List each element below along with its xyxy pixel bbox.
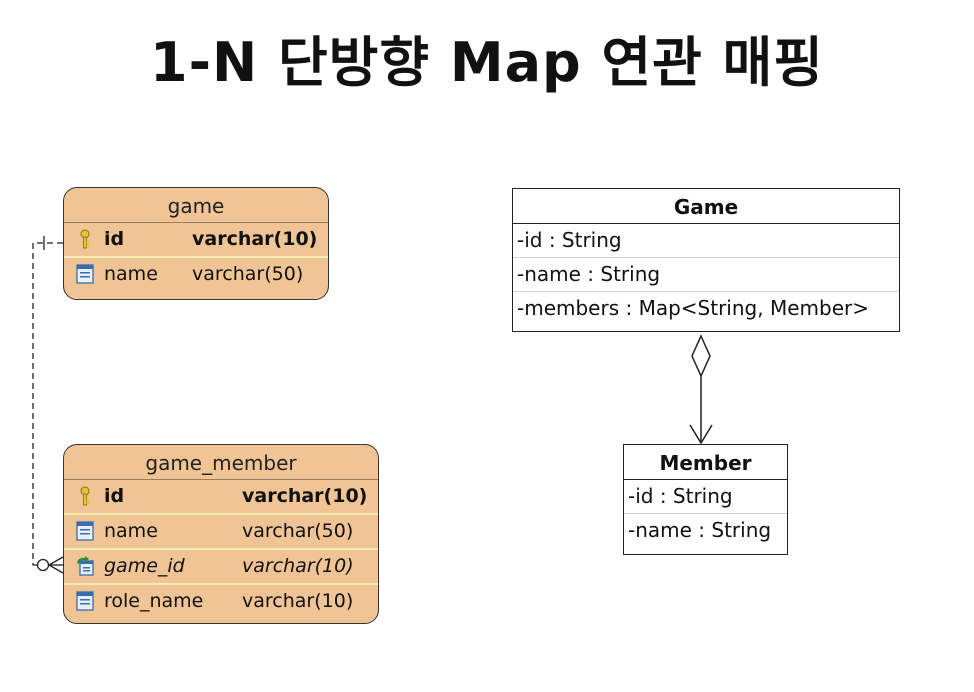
- er-relationship-line: [32, 236, 64, 574]
- column-icon: [76, 591, 94, 611]
- column-name: id: [104, 228, 125, 250]
- column-icon: [76, 264, 94, 284]
- uml-aggregation-line: [689, 334, 713, 445]
- er-row-member-role-name: role_name varchar(10): [64, 585, 378, 618]
- column-name: name: [104, 520, 158, 542]
- er-table-game[interactable]: game id varchar(10) name varchar(50): [63, 187, 329, 300]
- er-table-game-member[interactable]: game_member id varchar(10) name varchar(…: [63, 444, 379, 624]
- er-row-game-id: id varchar(10): [64, 223, 328, 258]
- column-type: varchar(50): [192, 263, 304, 285]
- er-row-game-name: name varchar(50): [64, 258, 328, 291]
- column-type: varchar(50): [242, 520, 354, 542]
- uml-class-game[interactable]: Game -id : String -name : String -member…: [512, 188, 900, 332]
- column-type: varchar(10): [242, 485, 368, 507]
- column-type: varchar(10): [242, 590, 354, 612]
- uml-attribute: -id : String: [624, 480, 787, 514]
- column-icon: [76, 521, 94, 541]
- column-name: game_id: [104, 555, 185, 577]
- uml-attribute: -members : Map<String, Member>: [517, 296, 869, 320]
- uml-class-name: Member: [624, 445, 787, 480]
- key-icon: [80, 486, 90, 506]
- uml-class-name: Game: [513, 189, 899, 224]
- key-icon: [80, 229, 90, 249]
- column-type: varchar(10): [192, 228, 318, 250]
- uml-class-member[interactable]: Member -id : String -name : String: [623, 444, 788, 555]
- er-row-member-id: id varchar(10): [64, 480, 378, 515]
- er-table-name: game: [64, 188, 328, 223]
- er-table-name: game_member: [64, 445, 378, 480]
- column-name: name: [104, 263, 158, 285]
- column-name: role_name: [104, 590, 204, 612]
- er-row-member-name: name varchar(50): [64, 515, 378, 550]
- uml-attribute: -name : String: [513, 258, 899, 292]
- uml-attribute: -name : String: [628, 518, 772, 542]
- page-title: 1-N 단방향 Map 연관 매핑: [150, 31, 824, 94]
- er-row-member-game-id: game_id varchar(10): [64, 550, 378, 585]
- column-type: varchar(10): [242, 555, 354, 577]
- column-name: id: [104, 485, 125, 507]
- foreign-key-icon: [77, 556, 94, 576]
- uml-attribute: -id : String: [513, 224, 899, 258]
